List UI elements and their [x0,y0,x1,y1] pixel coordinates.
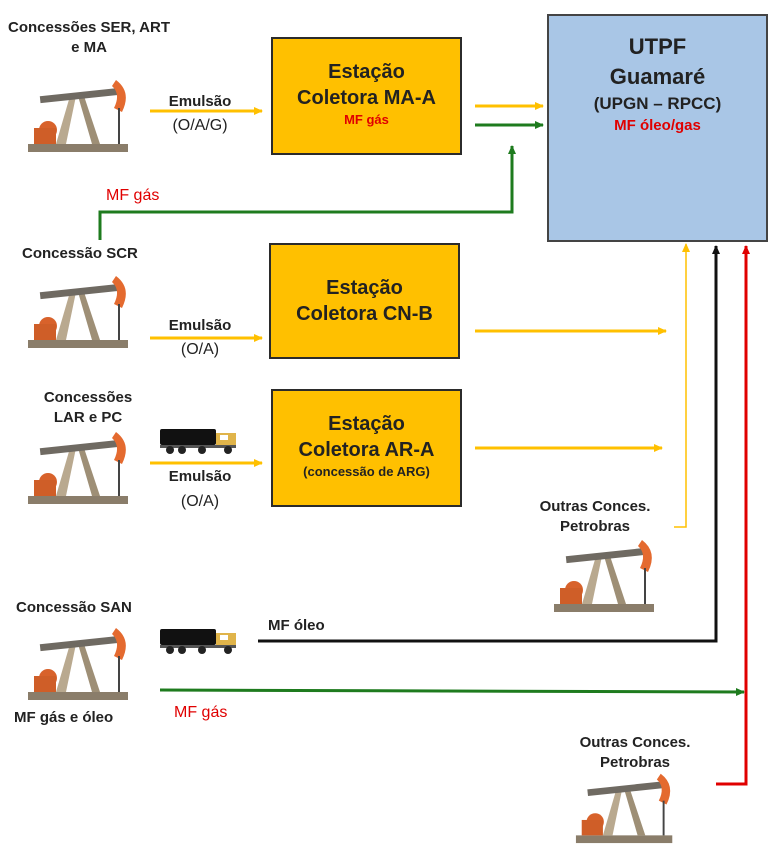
station-title: Estação [326,277,403,299]
oil-pump-jack-icon [28,432,128,504]
station-name: Coletora CN-B [296,303,433,325]
line-outras-1 [674,243,690,528]
source-lar-pc: Concessões LAR e PC [43,389,133,426]
station-ma-a: Estação Coletora MA-A MF gás [271,37,462,155]
station-subtitle: MF gás [344,112,389,127]
utpf-meter: MF óleo/gas [614,117,701,134]
flow-label-mf-oleo: MF óleo [268,617,325,634]
tanker-truck-icon [160,629,236,654]
oil-pump-jack-icon [554,540,654,612]
source-san: Concessão SAN [16,599,132,616]
line-mf-gas-scr [98,145,516,240]
station-ar-a: Estação Coletora AR-A (concessão de ARG) [271,389,462,507]
utpf-units: (UPGN – RPCC) [593,94,722,113]
oil-pump-jack-icon [575,773,673,844]
oil-pump-jack-icon [28,80,128,152]
source-outras-2: Outras Conces. Petrobras [579,734,691,771]
flow-label-oag: (O/A/G) [172,117,228,134]
oil-pump-jack-icon [28,276,128,348]
station-title: Estação [328,413,405,435]
station-name: Coletora MA-A [297,87,436,109]
tanker-truck-icon [160,429,236,454]
station-cn-b: Estação Coletora CN-B [269,243,460,359]
station-name: Coletora AR-A [298,439,435,461]
flow-label-emulsao: Emulsão [168,317,232,334]
line-outras-2 [716,245,750,786]
utpf-guamare: UTPF Guamaré (UPGN – RPCC) MF óleo/gas [547,14,768,242]
utpf-location: Guamaré [609,64,706,89]
line-mf-oleo [258,245,720,643]
station-title: Estação [328,61,405,83]
flow-label-mf-gas: MF gás [174,704,228,721]
flow-label-emulsao: Emulsão [168,468,232,485]
flow-label-oa: (O/A) [180,493,220,510]
flow-label-mf-gas-e-oleo: MF gás e óleo [14,709,114,726]
flow-label-mf-gas: MF gás [106,187,160,204]
flow-label-oa: (O/A) [180,341,220,358]
utpf-title: UTPF [628,34,687,59]
source-ser-art-ma: Concessões SER, ART e MA [8,19,170,56]
flow-label-emulsao: Emulsão [168,93,232,110]
oil-pump-jack-icon [28,628,128,700]
source-outras-1: Outras Conces. Petrobras [539,498,651,535]
arrow-mf-gas-san [159,687,745,696]
station-subtitle: (concessão de ARG) [303,464,430,479]
source-scr: Concessão SCR [22,245,138,262]
